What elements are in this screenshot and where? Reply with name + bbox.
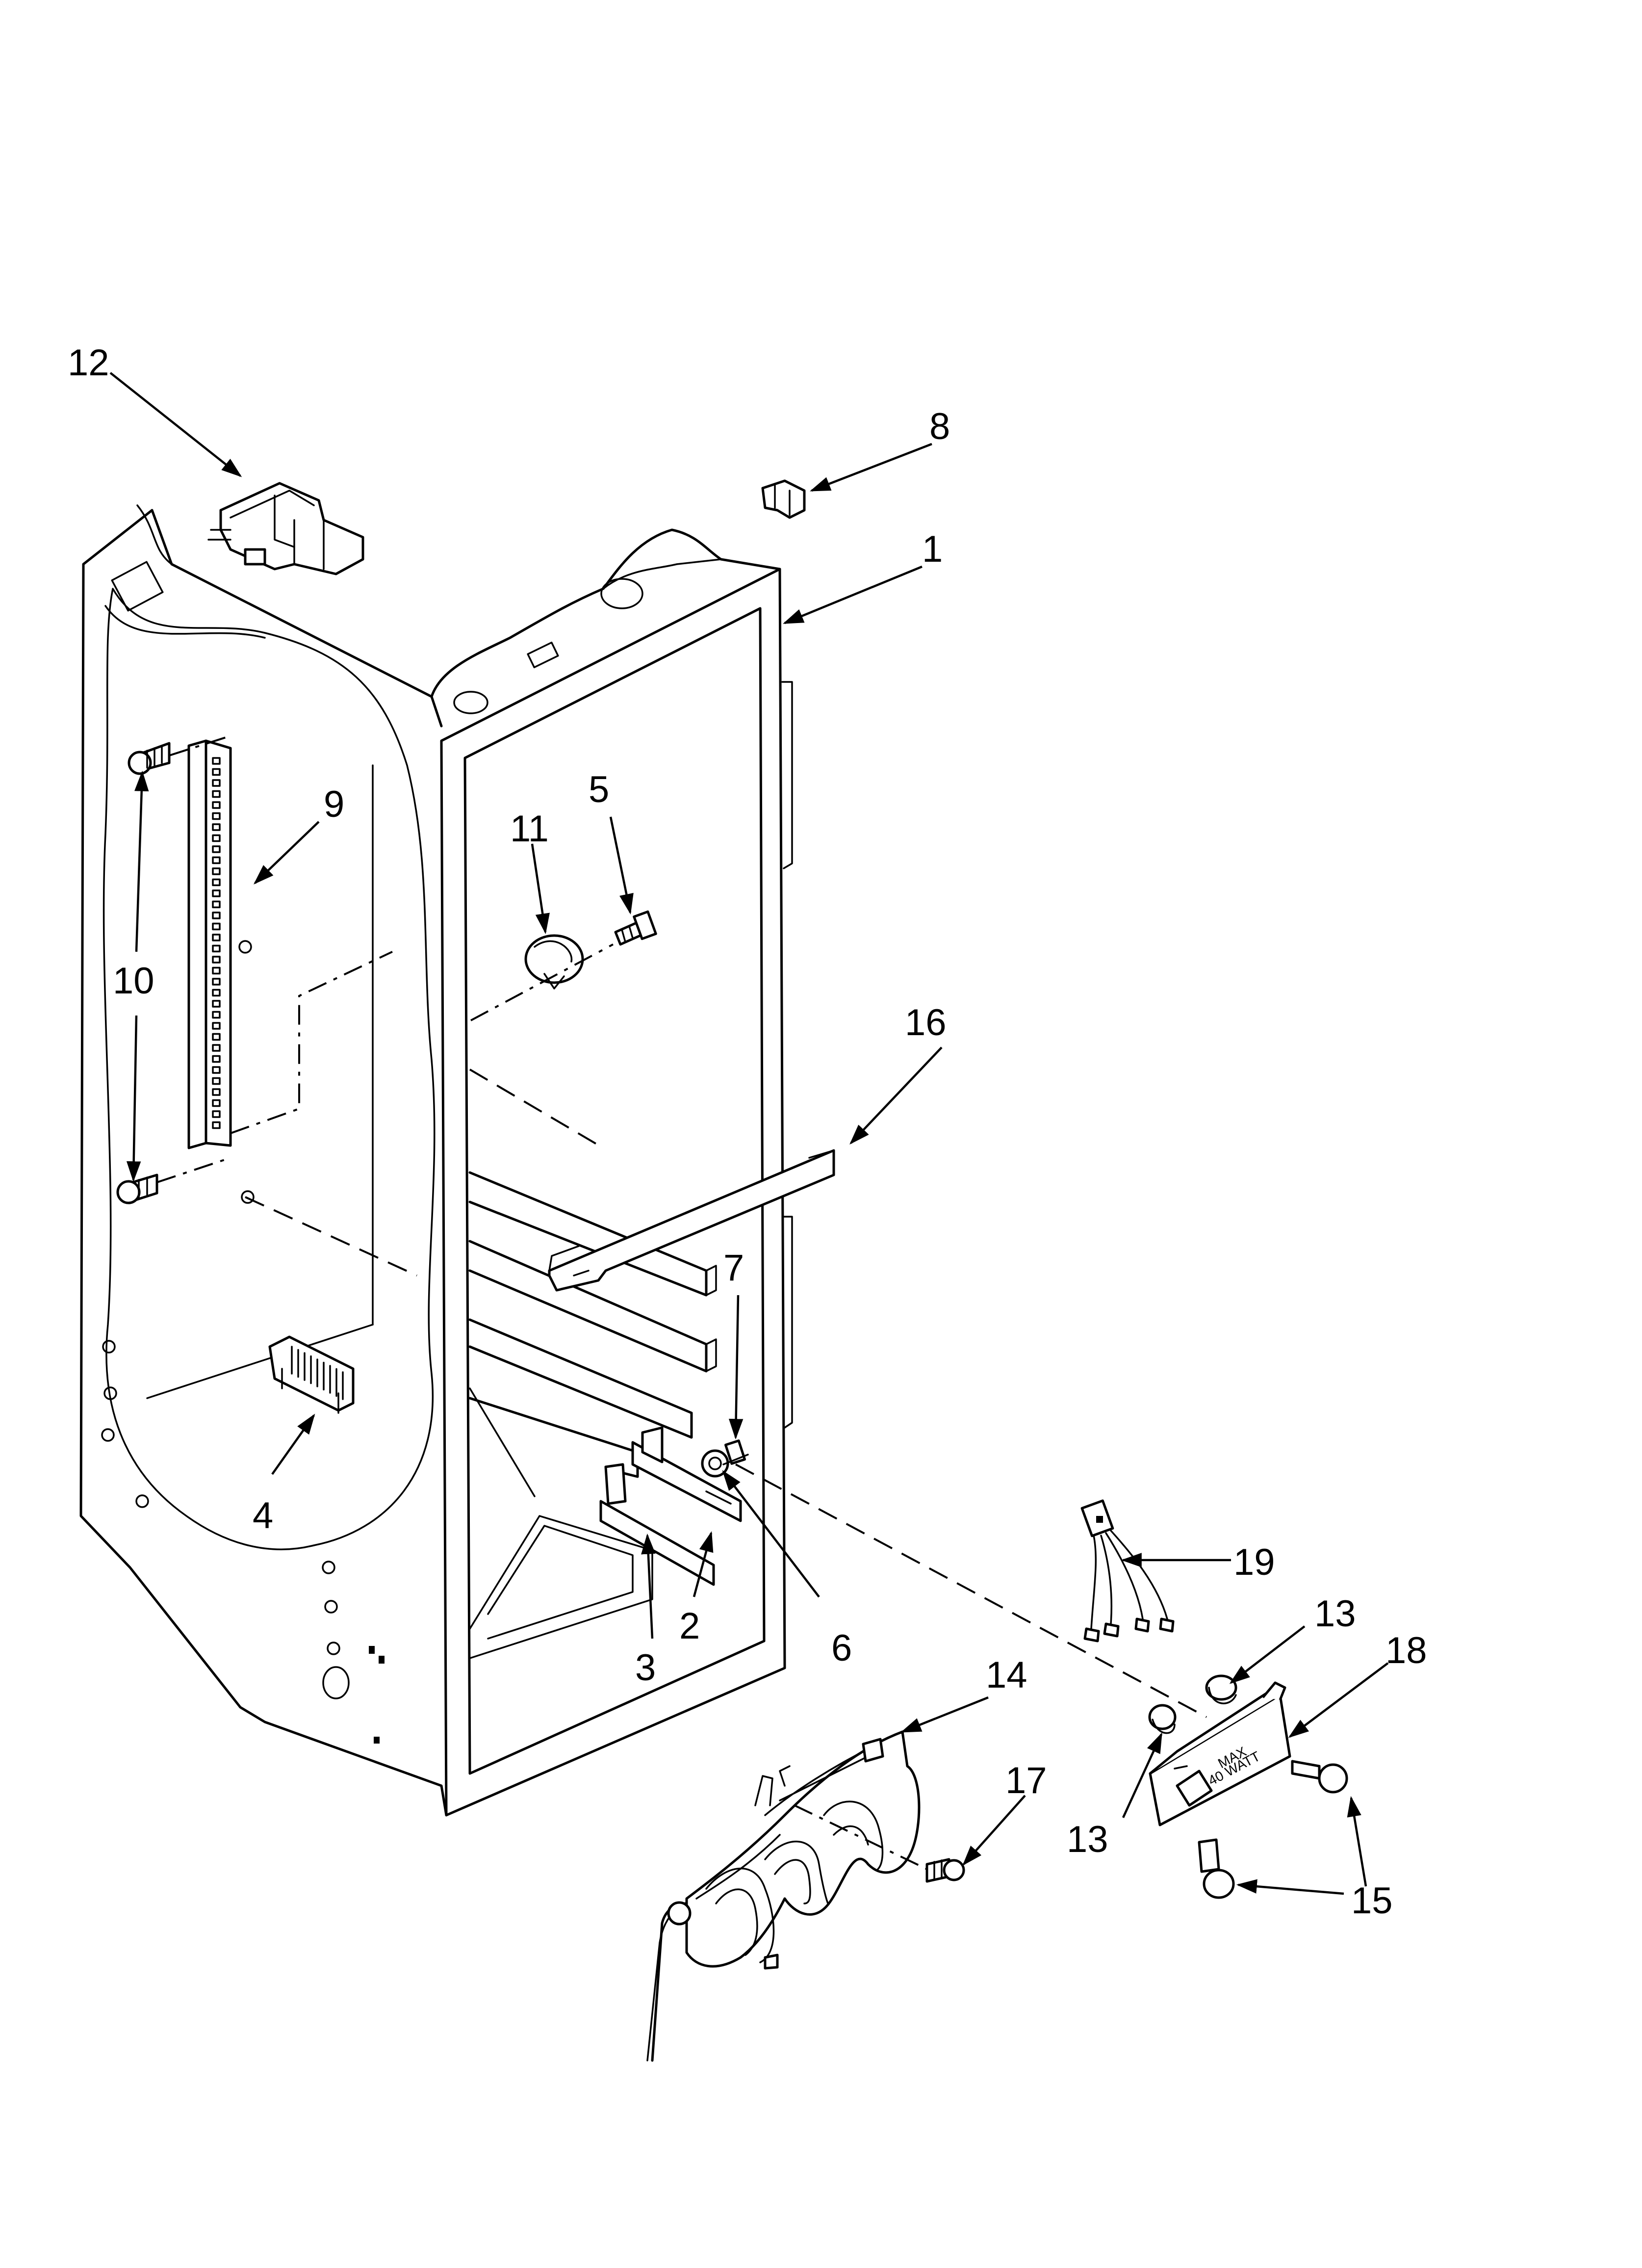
grommet-6 [701, 1449, 729, 1478]
screw-5 [614, 910, 657, 946]
callout-1: 1 [922, 528, 943, 570]
ladder-slot [212, 1088, 221, 1096]
control-housing [207, 482, 364, 575]
ladder-slot [212, 1022, 221, 1030]
ladder-slot [212, 1055, 221, 1063]
clip-part [761, 479, 806, 519]
screw-17 [925, 1858, 965, 1883]
liner-mounting-holes [101, 940, 385, 1744]
ladder-slot [212, 966, 221, 975]
ladder-slot [212, 1099, 221, 1107]
ladder-slot [212, 944, 221, 953]
callout-13-upper: 13 [1314, 1593, 1356, 1635]
callout-8: 8 [929, 406, 950, 447]
ladder-slot [212, 978, 221, 986]
ladder-slot [212, 934, 221, 941]
ladder-slot [212, 878, 221, 886]
callout-13-lower: 13 [1067, 1819, 1108, 1860]
push-pin-right [1291, 1760, 1348, 1794]
callout-16: 16 [905, 1002, 947, 1043]
callout-2: 2 [679, 1605, 700, 1647]
bracket-3 [599, 1463, 715, 1586]
callout-4: 4 [253, 1495, 273, 1537]
cabinet-liner [79, 504, 793, 1817]
callout-18: 18 [1385, 1630, 1427, 1671]
wiring-harness [1080, 1499, 1175, 1642]
callout-19: 19 [1233, 1541, 1275, 1583]
screw-upper [128, 742, 171, 775]
callout-3: 3 [635, 1647, 656, 1689]
ladder-slot [212, 856, 221, 864]
bracket-2 [631, 1426, 742, 1522]
ladder-slot [212, 812, 221, 820]
callout-11: 11 [510, 808, 549, 850]
callout-14: 14 [986, 1654, 1027, 1696]
ladder-slot [212, 1066, 221, 1074]
ladder-slot [212, 834, 221, 842]
ladder-slot [212, 845, 221, 853]
ladder-slots [212, 757, 221, 1129]
ladder-slot [212, 1077, 221, 1085]
shelf-ladder [187, 739, 232, 1149]
callout-17: 17 [1005, 1760, 1047, 1801]
ladder-slot [212, 900, 221, 909]
grille-slots [291, 1346, 344, 1400]
air-grille [268, 1335, 355, 1414]
ladder-slot [212, 757, 221, 765]
callout-5: 5 [589, 769, 609, 810]
ladder-slot [212, 790, 221, 798]
ladder-slot [212, 1121, 221, 1129]
callout-7: 7 [723, 1247, 744, 1289]
callout-15: 15 [1351, 1880, 1393, 1922]
callout-6: 6 [831, 1627, 852, 1669]
wire-clip-upper [1205, 1674, 1237, 1704]
wire-clip-lower [1148, 1704, 1177, 1734]
ladder-slot [212, 768, 221, 776]
leader-lines [109, 372, 1389, 1895]
ladder-slot [212, 779, 221, 787]
push-pin-lower [1198, 1838, 1235, 1899]
ladder-slot [212, 1000, 221, 1008]
ladder-slot [212, 1110, 221, 1118]
ladder-slot [212, 1011, 221, 1019]
evaporator-coil [646, 1730, 921, 2062]
ladder-slot [212, 1033, 221, 1041]
ladder-slot [212, 956, 221, 964]
callout-12: 12 [68, 342, 109, 384]
light-socket: MAX 40 WATT [1149, 1681, 1291, 1826]
ladder-slot [212, 1044, 221, 1052]
callout-labels: 12 8 1 9 5 11 10 16 7 4 2 3 6 19 13 18 1… [68, 342, 1427, 1922]
screw-7 [722, 1439, 749, 1465]
ladder-slot [212, 922, 221, 931]
ladder-slot [212, 867, 221, 875]
callout-10: 10 [113, 960, 154, 1002]
ladder-slot [212, 912, 221, 919]
crossbar [548, 1149, 835, 1292]
callout-9: 9 [324, 783, 344, 825]
screw-lower [116, 1173, 158, 1204]
ladder-slot [212, 801, 221, 809]
ladder-slot [212, 823, 221, 831]
ladder-slot [212, 989, 221, 997]
bulb-clip [524, 934, 584, 990]
ladder-slot [212, 889, 221, 897]
